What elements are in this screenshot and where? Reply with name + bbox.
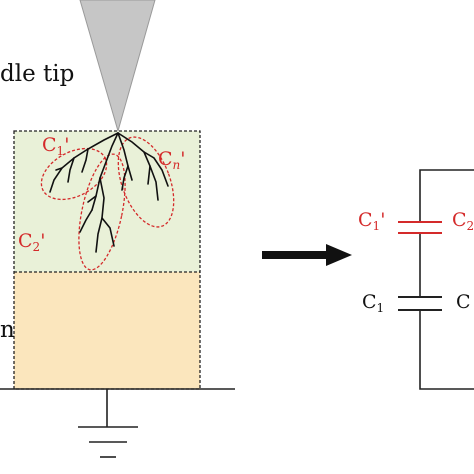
lower-layer-block xyxy=(14,272,200,389)
c1-prime-label: C1' xyxy=(42,134,69,158)
c2-prime-label: C2' xyxy=(18,230,45,254)
circuit-c2-partial-label: C2 xyxy=(452,209,474,233)
branch-tree xyxy=(49,132,169,253)
needle-tip-shape xyxy=(79,0,156,133)
circuit-wires xyxy=(419,169,474,390)
capacitor-c1 xyxy=(398,296,442,311)
right-arrow-icon xyxy=(262,244,352,266)
cn-prime-label: Cn' xyxy=(158,148,186,172)
circuit-c1-prime-label: C1' xyxy=(358,209,385,233)
left-edge-char: n xyxy=(0,317,15,343)
ground-symbol xyxy=(78,389,138,458)
circuit-c-partial-label: C xyxy=(456,291,471,313)
upper-layer-block xyxy=(14,131,200,272)
needle-tip-label: dle tip xyxy=(0,61,74,87)
capacitor-c1-prime xyxy=(398,221,442,234)
circuit-c1-label: C1 xyxy=(362,291,384,315)
region-ellipse-cn xyxy=(117,136,175,228)
region-ellipse-c2 xyxy=(78,153,126,271)
